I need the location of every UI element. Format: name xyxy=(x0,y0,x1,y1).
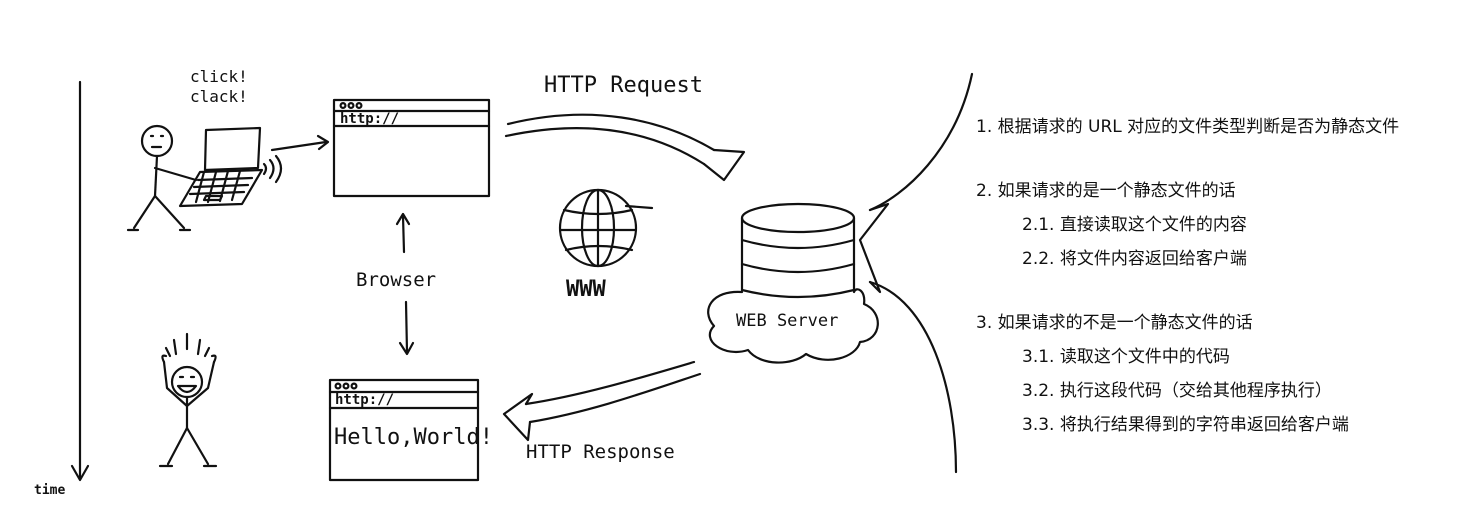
click-label: click! xyxy=(190,67,248,86)
hello-world-text: Hello,World! xyxy=(334,425,493,450)
http-response-label: HTTP Response xyxy=(526,441,675,463)
step-2-2: 2.2. 将文件内容返回给客户端 xyxy=(1022,249,1247,269)
http-request-label: HTTP Request xyxy=(544,73,703,98)
web-server-label: WEB Server xyxy=(736,311,838,331)
user-figure-typing xyxy=(126,124,198,232)
happy-user-figure xyxy=(158,332,218,468)
clack-label: clack! xyxy=(190,87,248,106)
globe-www-icon xyxy=(558,188,654,268)
laptop-icon xyxy=(178,126,283,208)
http-request-arrow xyxy=(504,113,746,182)
server-processing-arrow xyxy=(858,72,974,474)
step-3: 3. 如果请求的不是一个静态文件的话 xyxy=(976,313,1253,333)
step-3-2: 3.2. 执行这段代码（交给其他程序执行） xyxy=(1022,381,1332,401)
time-label: time xyxy=(34,483,65,498)
arrow-user-to-browser xyxy=(270,134,330,152)
step-1: 1. 根据请求的 URL 对应的文件类型判断是否为静态文件 xyxy=(976,117,1400,137)
browser-bottom-url: http:// xyxy=(335,392,394,408)
www-label: WWW xyxy=(566,277,606,302)
browser-label: Browser xyxy=(356,269,436,291)
http-response-arrow xyxy=(502,360,702,442)
step-2: 2. 如果请求的是一个静态文件的话 xyxy=(976,181,1236,201)
browser-top-url: http:// xyxy=(340,111,399,127)
browser-label-arrows xyxy=(395,212,415,356)
web-server-icon xyxy=(707,202,879,364)
step-3-3: 3.3. 将执行结果得到的字符串返回给客户端 xyxy=(1022,415,1349,435)
step-2-1: 2.1. 直接读取这个文件的内容 xyxy=(1022,215,1247,235)
step-3-1: 3.1. 读取这个文件中的代码 xyxy=(1022,347,1230,367)
processing-steps-list: 1. 根据请求的 URL 对应的文件类型判断是否为静态文件 2. 如果请求的是一… xyxy=(976,110,1476,442)
browser-window-top xyxy=(332,98,491,198)
browser-window-bottom xyxy=(328,378,480,482)
time-axis xyxy=(70,80,90,482)
